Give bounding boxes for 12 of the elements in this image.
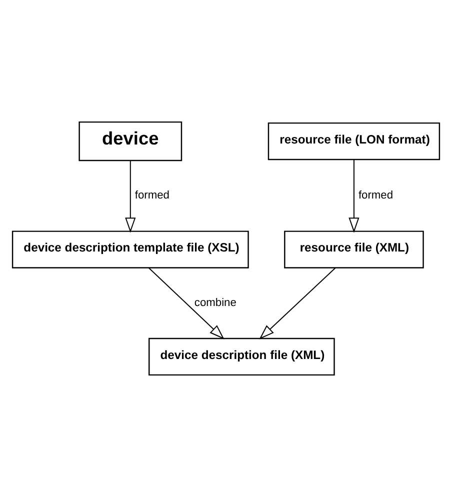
node-box: device: [78, 120, 182, 161]
edge-label: combine: [194, 296, 236, 308]
arrow: [348, 159, 360, 232]
node-box: resource file (LON format): [268, 122, 440, 160]
edge-label: formed: [358, 189, 394, 202]
arrow: [148, 267, 224, 339]
arrow: [259, 267, 336, 339]
node-box: device description template file (XSL): [12, 230, 249, 268]
edge-label: formed: [134, 189, 170, 202]
node-box: device description file (XML): [148, 337, 335, 376]
arrow: [125, 160, 136, 232]
node-box: resource file (XML): [284, 230, 424, 268]
